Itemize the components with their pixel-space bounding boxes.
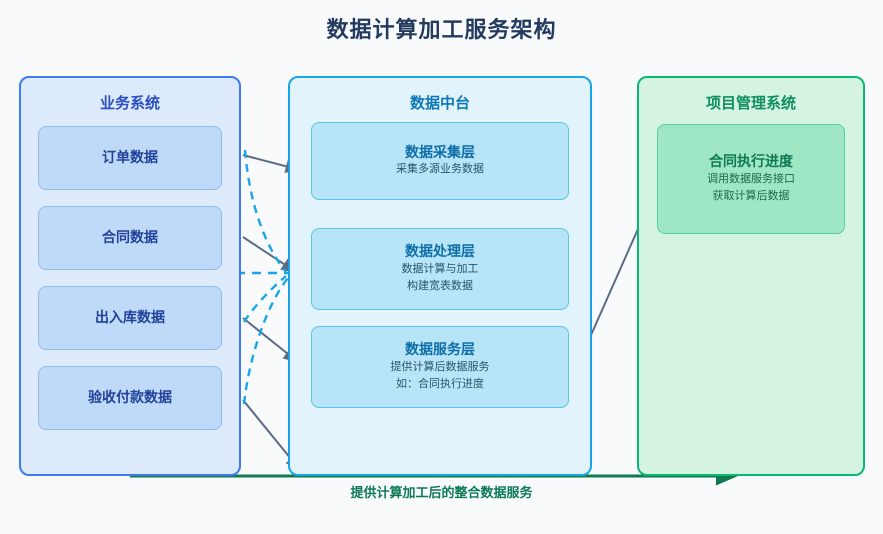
panel-project-management-system-title: 项目管理系统: [705, 95, 796, 112]
card-data-collection-layer[interactable]: 数据采集层 采集多源业务数据: [311, 122, 569, 200]
card-contract-execution-progress-title: 合同执行进度: [709, 153, 793, 170]
card-data-service-layer[interactable]: 数据服务层 提供计算后数据服务 如：合同执行进度: [311, 326, 569, 408]
card-contract-data-title: 合同数据: [102, 229, 158, 246]
card-payment-data[interactable]: 验收付款数据: [38, 366, 222, 430]
card-stock-data[interactable]: 出入库数据: [38, 286, 222, 350]
bottom-flow-label: 提供计算加工后的整合数据服务: [350, 485, 533, 500]
panel-business-system-title: 业务系统: [99, 95, 160, 112]
card-data-collection-layer-line-1: 采集多源业务数据: [396, 163, 484, 176]
card-data-service-layer-title: 数据服务层: [405, 341, 475, 358]
card-contract-data[interactable]: 合同数据: [38, 206, 222, 270]
card-contract-execution-progress-line-2: 获取计算后数据: [712, 189, 790, 202]
card-contract-execution-progress-line-1: 调用数据服务接口: [707, 172, 795, 185]
card-order-data-title: 订单数据: [102, 149, 158, 166]
card-contract-execution-progress[interactable]: 合同执行进度 调用数据服务接口 获取计算后数据: [657, 124, 845, 234]
card-stock-data-title: 出入库数据: [95, 309, 165, 326]
dashed-collect-stock: [242, 275, 287, 323]
card-payment-data-title: 验收付款数据: [88, 389, 172, 406]
card-data-processing-layer-title: 数据处理层: [405, 243, 475, 260]
page-title: 数据计算加工服务架构: [326, 17, 557, 42]
card-data-processing-layer[interactable]: 数据处理层 数据计算与加工 构建宽表数据: [311, 228, 569, 310]
card-data-service-layer-line-1: 提供计算后数据服务: [390, 360, 490, 373]
dashed-collect-payment: [242, 277, 289, 405]
card-order-data[interactable]: 订单数据: [38, 126, 222, 190]
card-data-processing-layer-line-2: 构建宽表数据: [407, 279, 473, 292]
card-data-collection-layer-title: 数据采集层: [405, 143, 475, 160]
dashed-collect-order: [243, 149, 287, 273]
panel-data-midplatform-title: 数据中台: [409, 95, 470, 112]
card-data-service-layer-line-2: 如：合同执行进度: [396, 377, 484, 390]
card-data-processing-layer-line-1: 数据计算与加工: [401, 262, 479, 275]
